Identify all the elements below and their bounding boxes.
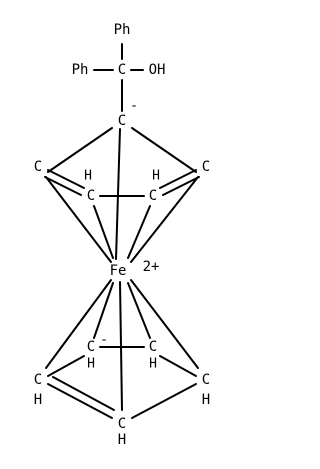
bond-fe-upper-c-inner-left	[93, 205, 114, 259]
bond-fe-lower-c-right	[130, 279, 199, 369]
atom-ph-top: Ph	[114, 22, 131, 38]
bond-upper-ring-left-single	[47, 127, 113, 173]
bond-lower-ring-right-single	[159, 355, 197, 377]
bond-fe-lower-c-inner-left	[93, 282, 114, 339]
bond-upper-ring-left-double-a	[47, 169, 85, 189]
bond-lower-ring-bottom-right-single	[131, 383, 197, 419]
atom-lower-h-bottom: H	[118, 432, 126, 448]
bond-upper-ring-right-single	[131, 127, 197, 173]
bond-fe-upper-c-anion	[115, 128, 121, 260]
atom-upper-c-inner-left: C	[87, 188, 95, 204]
atom-lower-h-right: H	[202, 392, 210, 408]
bond-lower-ring-bottom-left-double-a	[47, 383, 113, 419]
bond-fe-lower-c-inner-right	[127, 282, 151, 339]
atom-iron: Fe	[110, 263, 127, 279]
bond-upper-ring-right-double-b	[162, 176, 200, 196]
atom-upper-h-left: H	[84, 169, 92, 184]
atom-ph-left: Ph	[72, 62, 89, 78]
bond-fe-upper-c-left	[45, 176, 112, 263]
ferrocenyl-diphenylmethanol-structure: Ph Ph C OH C - C C H H C C Fe 2+ C - C H…	[34, 22, 210, 448]
atom-lower-c-right: C	[202, 372, 210, 388]
charge-upper-c-anion: -	[130, 99, 138, 114]
atom-lower-h-left: H	[34, 392, 42, 408]
atom-lower-c-bottom: C	[118, 416, 126, 432]
bond-upper-ring-right-double-a	[159, 169, 197, 189]
atom-lower-c-left: C	[34, 372, 42, 388]
atom-upper-c-anion: C	[118, 113, 126, 129]
atom-upper-c-left: C	[34, 159, 42, 175]
bond-fe-lower-c-left	[45, 279, 112, 369]
atom-lower-h-inner-right: H	[149, 357, 157, 372]
bond-fe-upper-c-inner-right	[127, 205, 151, 259]
bond-fe-upper-c-right	[130, 176, 199, 263]
bond-lines	[44, 43, 200, 419]
atom-lower-c-inner-left: C	[87, 339, 95, 355]
atom-upper-c-inner-right: C	[149, 188, 157, 204]
atom-lower-c-inner-right: C	[149, 339, 157, 355]
atom-carbinol-c: C	[118, 62, 126, 78]
bond-lower-ring-left-single	[47, 355, 85, 377]
atom-labels: Ph Ph C OH C - C C H H C C Fe 2+ C - C H…	[34, 22, 210, 448]
bond-upper-ring-left-double-b	[44, 176, 82, 196]
atom-lower-h-inner-left: H	[87, 357, 95, 372]
charge-lower-c-inner-left: -	[100, 333, 108, 348]
atom-upper-h-right: H	[152, 169, 160, 184]
bond-lower-ring-bottom-left-double-b	[52, 376, 115, 411]
atom-hydroxyl: OH	[149, 62, 166, 78]
charge-iron: 2+	[143, 259, 160, 275]
atom-upper-c-right: C	[202, 159, 210, 175]
